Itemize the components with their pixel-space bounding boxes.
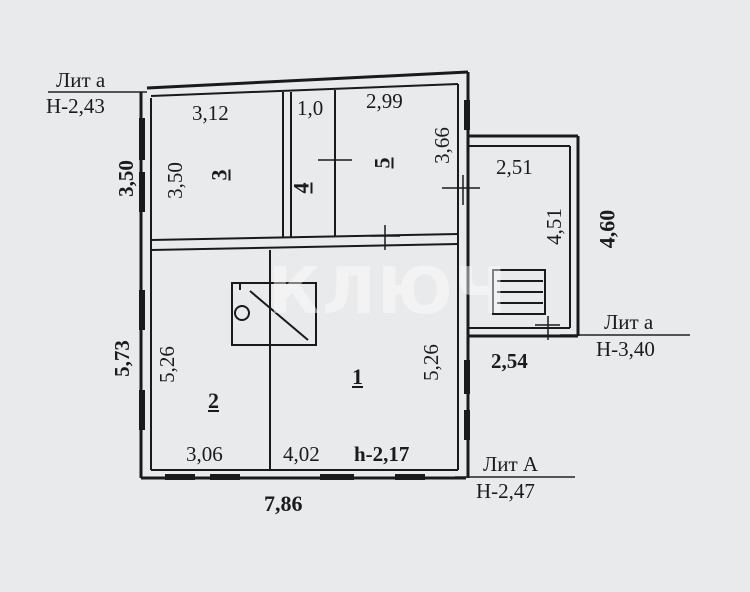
dim-annex-height: 4,51 <box>541 208 566 245</box>
dim-room3-height: 3,50 <box>162 162 187 199</box>
height-label-bottom: Н-2,47 <box>476 479 535 503</box>
dim-room2-width: 3,06 <box>186 442 223 466</box>
dim-annex-outer-height: 4,60 <box>594 209 620 249</box>
dim-annex-outer-width: 2,54 <box>491 349 528 373</box>
annex-walls <box>468 134 580 338</box>
stove-symbol <box>231 282 317 346</box>
watermark-text: КЛЮЧ <box>268 255 509 329</box>
room-number-4: 4 <box>288 182 314 194</box>
room-number-1: 1 <box>352 364 363 389</box>
lit-label-right: Лит а <box>604 310 654 334</box>
dim-room4-width: 1,0 <box>297 96 324 120</box>
dim-outer-left-bottom: 5,73 <box>109 340 134 377</box>
interior-walls <box>150 90 459 470</box>
height-label-right: Н-3,40 <box>596 337 655 361</box>
room-number-3: 3 <box>206 169 232 181</box>
height-label-top: Н-2,43 <box>46 94 105 118</box>
dim-room5-height: 3,66 <box>429 127 454 164</box>
room-number-2: 2 <box>208 388 219 413</box>
doors <box>318 145 560 340</box>
room-number-5: 5 <box>369 157 395 169</box>
dim-room1-width: 4,02 <box>283 442 320 466</box>
dim-total-width: 7,86 <box>264 491 303 516</box>
inner-height-label: h-2,17 <box>354 442 410 466</box>
dim-annex-width: 2,51 <box>496 155 533 179</box>
dim-room1-height: 5,26 <box>418 344 443 381</box>
windows <box>139 100 470 480</box>
dim-outer-left-top: 3,50 <box>113 160 138 197</box>
dim-room3-width: 3,12 <box>192 101 229 125</box>
lit-label-bottom: Лит А <box>483 452 539 476</box>
stairs-symbol <box>492 269 546 315</box>
dim-room5-width: 2,99 <box>366 89 403 113</box>
lit-label-top: Лит а <box>56 68 106 92</box>
dim-room2-height: 5,26 <box>154 346 179 383</box>
